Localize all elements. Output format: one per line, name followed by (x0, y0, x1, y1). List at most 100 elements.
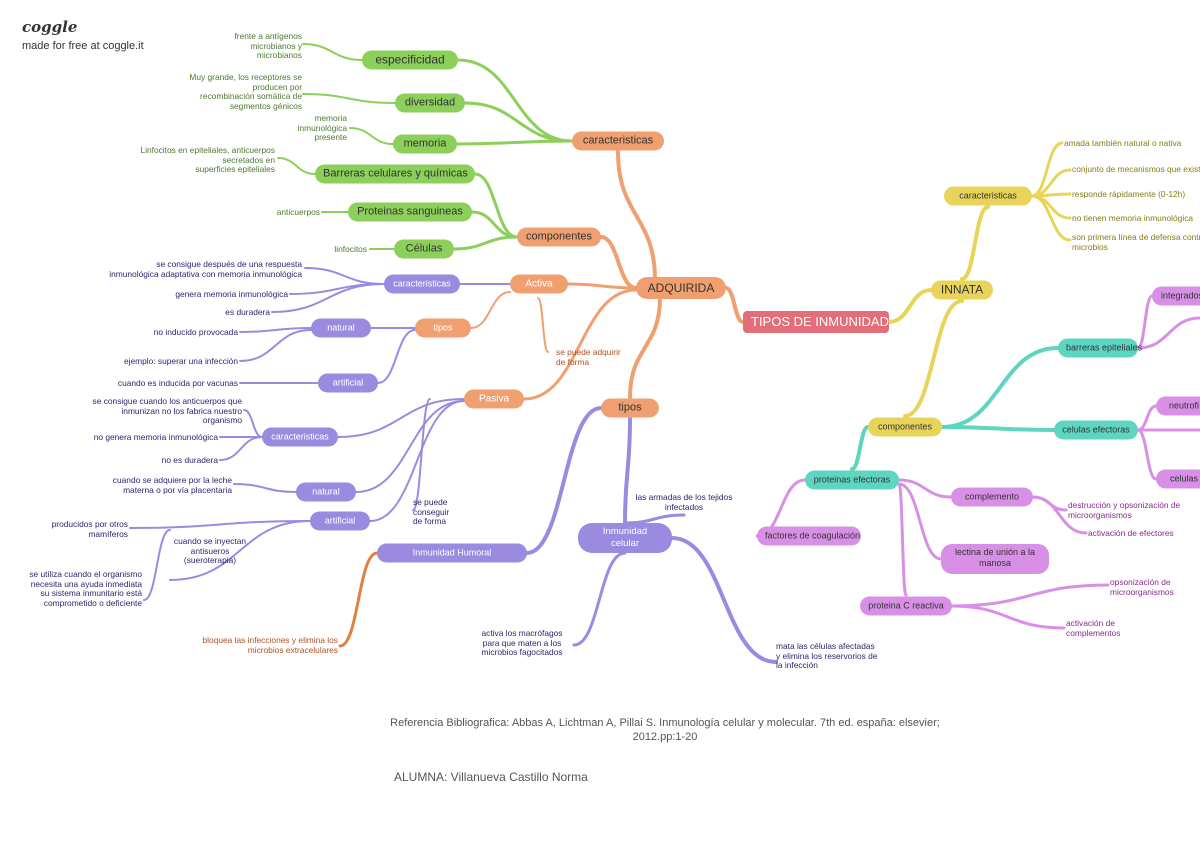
node-tipos[interactable]: tipos (601, 398, 659, 418)
node-barreras-celulares[interactable]: Barreras celulares y químicas (315, 164, 475, 184)
leaf-celular-3: mata las células afectadas y elimina los… (776, 641, 878, 671)
bibliographic-reference: Referencia Bibliografica: Abbas A, Licht… (390, 717, 940, 743)
node-complemento[interactable]: complemento (951, 487, 1033, 507)
node-componentes-adquirida[interactable]: componentes (517, 227, 601, 247)
branch-celular-2 (572, 551, 627, 647)
branch-be-right (1136, 316, 1200, 350)
node-pasiva[interactable]: Pasiva (464, 389, 524, 409)
leaf-innata-car-1: amada también natural o nativa (1064, 138, 1182, 148)
leaf-celulas: linfocitos (334, 244, 367, 254)
node-especificidad[interactable]: especificidad (362, 50, 458, 70)
leaf-innata-car-2: conjunto de mecanismos que existe (1072, 164, 1200, 174)
node-diversidad[interactable]: diversidad (395, 93, 465, 113)
branch-tipos-art (377, 329, 416, 384)
leaf-pcr-2: activación de complementos (1066, 618, 1121, 638)
node-pasiva-caracteristicas[interactable]: caracteristicas (262, 427, 338, 447)
node-integrados[interactable]: integrados (1152, 286, 1200, 306)
leaf-innata-car-4: no tienen memoria inmunológica (1072, 213, 1194, 223)
branch-celular-3 (670, 536, 778, 664)
branch-pcar-1 (243, 409, 263, 438)
node-innata-caracteristicas[interactable]: caracteristicas (944, 186, 1032, 206)
branch-part-1 (129, 520, 311, 529)
branch-humoral-leaf (338, 551, 379, 648)
node-proteinas-efectoras[interactable]: proteinas efectoras (805, 470, 899, 490)
coggle-logo: coggle (22, 18, 78, 36)
branch-nat-2 (239, 329, 312, 362)
node-tipos-de-inmunidad[interactable]: TIPOS DE INMUNIDAD (743, 311, 889, 333)
leaf-activa-car-3: es duradera (225, 307, 270, 317)
node-proteina-c-reactiva[interactable]: proteina C reactiva (860, 596, 952, 616)
branch-comp-2 (1031, 495, 1088, 535)
branch-ce-cel (1136, 428, 1158, 481)
node-pasiva-natural[interactable]: natural (296, 482, 356, 502)
branch-tipos-celular (623, 417, 632, 525)
branch-adq-caracteristicas (616, 150, 657, 282)
node-proteinas-sanguineas[interactable]: Proteinas sanguineas (348, 202, 472, 222)
node-memoria[interactable]: memoria (393, 134, 457, 154)
node-inmunidad-celular[interactable]: Inmunidad celular (578, 523, 672, 553)
branch-se-puede-2 (412, 398, 431, 511)
node-celulas[interactable]: Células (394, 239, 454, 259)
leaf-complemento-2: activación de efectores (1088, 528, 1174, 538)
branch-inn-car (960, 205, 990, 281)
node-factores-coagulacion[interactable]: factores de coagulación (757, 526, 861, 546)
branch-act-car-1 (304, 267, 385, 285)
branch-root-adquirida (724, 286, 745, 324)
node-adquirida[interactable]: ADQUIRIDA (636, 277, 726, 299)
node-lectina[interactable]: lectina de unión a la manosa (941, 544, 1049, 574)
branch-be-integrados (1136, 294, 1154, 350)
leaf-activa-car-1: se consigue después de una respuesta inm… (109, 259, 302, 279)
node-activa-natural[interactable]: natural (311, 318, 371, 338)
branch-icar-5 (1030, 194, 1072, 242)
leaf-pasiva-art-1: producidos por otros mamíferos (51, 519, 128, 539)
branch-pnat-leaf (233, 483, 297, 493)
leaf-pasiva-car-2: no genera memoria inmunológica (93, 432, 218, 442)
leaf-pcr-1: opsonización de microorganismos (1110, 577, 1174, 597)
leaf-innata-car-5: son primera línea de defensa contra micr… (1072, 232, 1200, 252)
node-caracteristicas-adquirida[interactable]: caracteristicas (572, 131, 664, 151)
branch-div-leaf (302, 93, 396, 104)
branch-car-memoria (455, 139, 574, 146)
node-celulas-efectoras[interactable]: celulas efectoras (1054, 420, 1138, 440)
branch-inn-comp (903, 299, 964, 418)
leaf-pasiva-car-3: no es duradera (161, 455, 218, 465)
node-activa-tipos[interactable]: tipos (415, 318, 471, 338)
branch-pas-nat (355, 400, 465, 493)
leaf-activa-art: cuando es inducida por vacunas (117, 378, 238, 388)
leaf-especificidad: frente a antígenos microbianos y microbi… (234, 31, 302, 61)
node-inmunidad-humoral[interactable]: Inmunidad Humoral (377, 543, 527, 563)
leaf-activa-car-2: genera memoria inmunológica (175, 289, 288, 299)
branch-car-especificidad (456, 58, 574, 143)
branch-celular-1 (623, 513, 686, 525)
branch-part-3 (143, 529, 171, 601)
branch-pcr-1 (950, 583, 1110, 608)
node-activa[interactable]: Activa (510, 274, 568, 294)
node-innata-componentes[interactable]: componentes (868, 417, 942, 437)
leaf-humoral: bloquea las infecciones y elimina los mi… (202, 635, 338, 655)
branch-pas-car (337, 398, 465, 438)
branch-ic-proteinas (850, 425, 870, 471)
node-innata[interactable]: INNATA (931, 280, 993, 300)
leaf-pasiva-art-3: se utiliza cuando el organismo necesita … (29, 569, 142, 608)
branch-root-innata (887, 288, 933, 324)
branch-ce-neutro (1136, 404, 1158, 432)
leaf-proteinas: anticuerpos (276, 207, 320, 217)
branch-pe-pcr (897, 482, 908, 597)
leaf-memoria: memoria inmunológica presente (297, 113, 347, 143)
branch-mem-leaf (349, 127, 394, 145)
node-barreras-epiteliales[interactable]: barreras epiteliales (1058, 338, 1142, 358)
node-neutrofilos[interactable]: neutrofi (1156, 396, 1200, 416)
branch-pe-complemento (897, 478, 953, 499)
node-activa-caracteristicas[interactable]: caracteristicas (384, 274, 460, 294)
leaf-celular-2: activa los macrófagos para que maten a l… (481, 628, 563, 658)
node-activa-artificial[interactable]: artificial (318, 373, 378, 393)
branch-tipos-humoral (525, 406, 603, 555)
branch-pcr-2 (950, 604, 1066, 630)
node-celulas-cebadas[interactable]: celulas (1156, 469, 1200, 489)
leaf-complemento-1: destrucción y opsonización de microorgan… (1068, 500, 1181, 520)
leaf-se-puede-conseguir: se puede conseguir de forma (413, 497, 450, 527)
node-pasiva-artificial[interactable]: artificial (310, 511, 370, 531)
branch-pe-lectina (897, 482, 943, 561)
branch-pcar-3 (219, 436, 263, 461)
